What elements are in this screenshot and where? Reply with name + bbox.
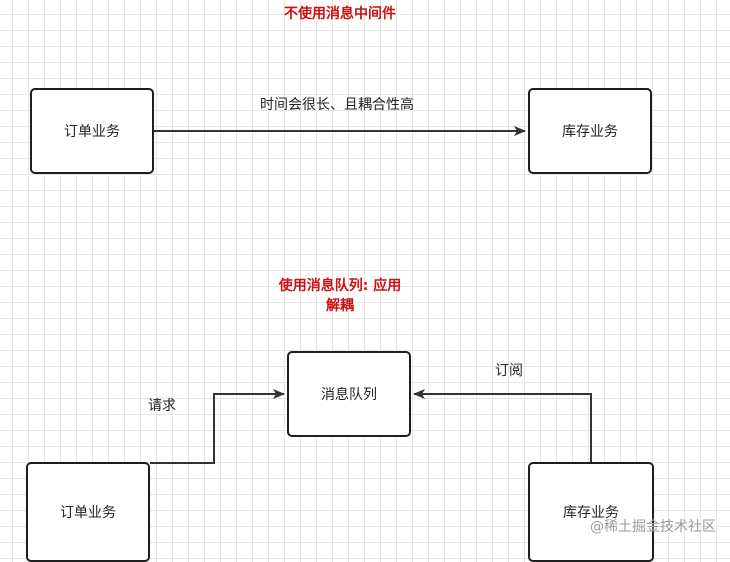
top-stock-label: 库存业务 (562, 124, 618, 140)
bottom-title: 使用消息队列: 应用 解耦 (250, 276, 430, 316)
watermark: @稀土掘金技术社区 (590, 519, 716, 535)
request-label: 请求 (148, 398, 176, 414)
request-arrow (150, 389, 285, 464)
top-order-box: 订单业务 (30, 88, 154, 174)
bottom-order-box: 订单业务 (26, 462, 150, 562)
bottom-order-label: 订单业务 (60, 505, 116, 521)
top-stock-box: 库存业务 (528, 88, 652, 174)
top-order-label: 订单业务 (64, 124, 120, 140)
top-title: 不使用消息中间件 (284, 6, 396, 22)
bottom-stock-box: 库存业务 (528, 462, 654, 562)
bottom-stock-label: 库存业务 (563, 505, 619, 521)
queue-box: 消息队列 (287, 351, 411, 437)
subscribe-label: 订阅 (495, 363, 523, 379)
queue-label: 消息队列 (321, 387, 377, 403)
subscribe-arrow (413, 389, 592, 462)
bottom-title-line1: 使用消息队列: 应用 (278, 278, 402, 294)
bottom-title-line2: 解耦 (326, 298, 354, 314)
connectors (150, 126, 592, 464)
top-edge-label: 时间会很长、且耦合性高 (260, 97, 414, 113)
